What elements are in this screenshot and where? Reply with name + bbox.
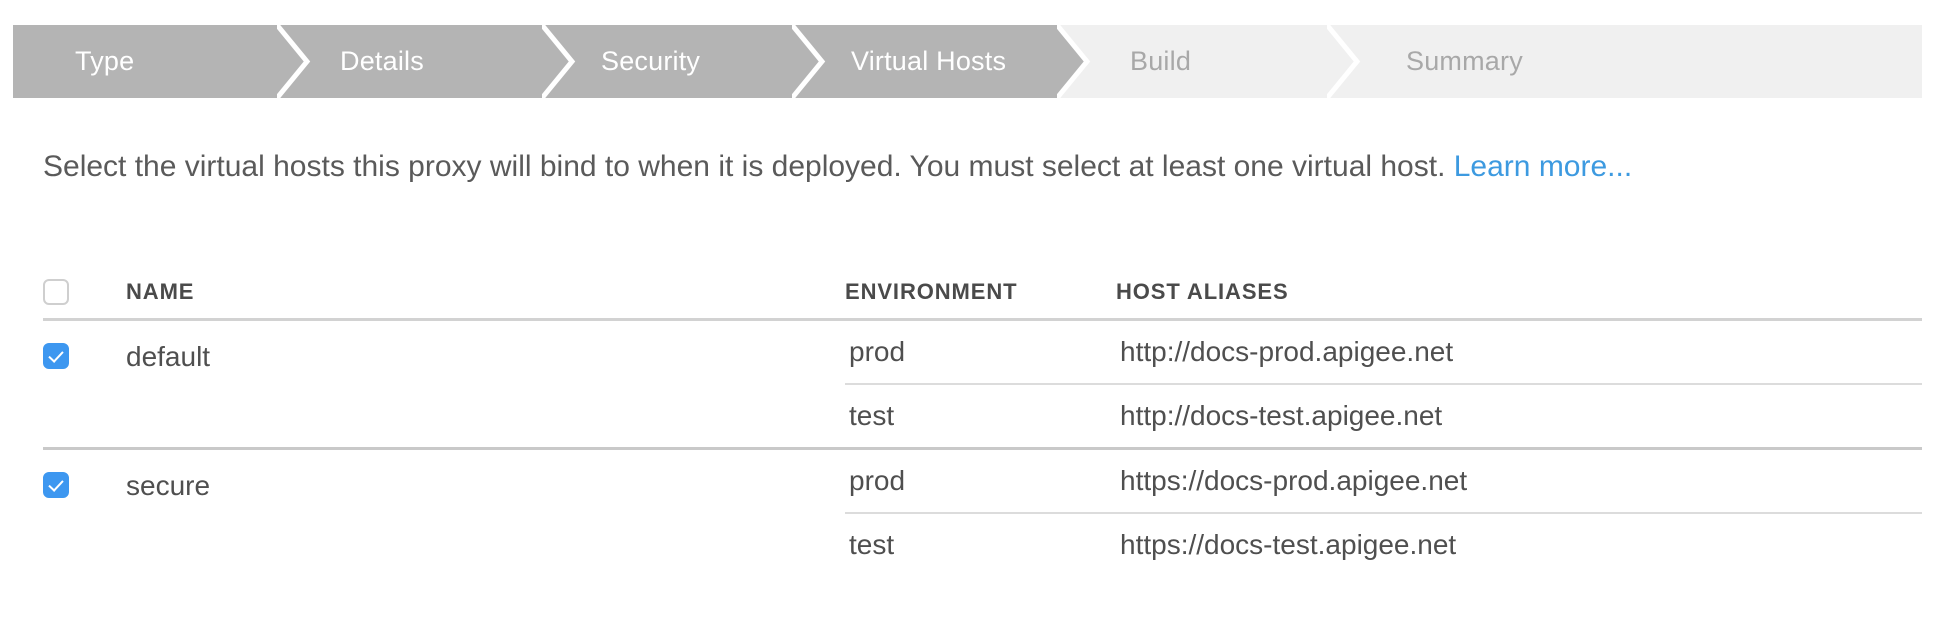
- row-checkbox[interactable]: [43, 343, 69, 369]
- virtual-host-cell: default: [43, 321, 845, 373]
- table-row: default prod http://docs-prod.apigee.net te…: [43, 321, 1922, 447]
- environment-row: prod http://docs-prod.apigee.net: [845, 321, 1922, 383]
- wizard-step-security[interactable]: Security: [543, 25, 826, 98]
- environment-alias-list: prod http://docs-prod.apigee.net test http:…: [845, 321, 1922, 447]
- page-description: Select the virtual hosts this proxy will…: [43, 150, 1632, 184]
- virtual-host-name: secure: [126, 470, 211, 501]
- select-all-cell: [43, 265, 126, 318]
- environment-value: test: [849, 400, 895, 431]
- select-all-checkbox[interactable]: [43, 278, 69, 305]
- host-alias-value: https://docs-test.apigee.net: [1120, 529, 1457, 560]
- row-checkbox[interactable]: [43, 472, 69, 498]
- environment-value: prod: [849, 465, 906, 496]
- table-body: default prod http://docs-prod.apigee.net te…: [43, 321, 1922, 576]
- table-header-row: NAME ENVIRONMENT HOST ALIASES: [43, 265, 1922, 321]
- wizard-step-label: Summary: [1406, 46, 1523, 76]
- environment-value: prod: [849, 336, 906, 367]
- environment-row: prod https://docs-prod.apigee.net: [845, 450, 1922, 512]
- column-header-host-aliases: HOST ALIASES: [1116, 278, 1289, 304]
- wizard-step-bar: Type Details Security Virtual Hosts Build Sum…: [13, 25, 1922, 98]
- description-text: Select the virtual hosts this proxy will…: [43, 150, 1454, 183]
- row-select-cell: [43, 339, 126, 373]
- environment-row: test http://docs-test.apigee.net: [845, 383, 1922, 447]
- wizard-step-label: Build: [1130, 46, 1192, 76]
- virtual-host-cell: secure: [43, 450, 845, 502]
- row-select-cell: [43, 468, 126, 502]
- host-alias-value: http://docs-prod.apigee.net: [1120, 336, 1454, 367]
- wizard-step-details[interactable]: Details: [278, 25, 576, 98]
- virtual-hosts-table: NAME ENVIRONMENT HOST ALIASES default pro…: [43, 265, 1922, 576]
- environment-value: test: [849, 529, 895, 560]
- wizard-step-label: Type: [75, 46, 135, 76]
- environment-alias-list: prod https://docs-prod.apigee.net test http…: [845, 450, 1922, 576]
- host-alias-value: http://docs-test.apigee.net: [1120, 400, 1443, 431]
- wizard-step-build[interactable]: Build: [1058, 25, 1361, 98]
- wizard-step-virtual-hosts[interactable]: Virtual Hosts: [793, 25, 1091, 98]
- wizard-step-summary[interactable]: Summary: [1328, 25, 1622, 98]
- host-alias-value: https://docs-prod.apigee.net: [1120, 465, 1468, 496]
- wizard-step-type[interactable]: Type: [13, 25, 311, 98]
- column-header-name: NAME: [126, 278, 195, 304]
- table-row: secure prod https://docs-prod.apigee.net te…: [43, 447, 1922, 576]
- wizard-step-label: Virtual Hosts: [851, 46, 1007, 76]
- learn-more-link[interactable]: Learn more...: [1453, 150, 1633, 183]
- wizard-step-label: Security: [601, 46, 701, 76]
- virtual-host-name: default: [126, 341, 211, 372]
- column-header-environment: ENVIRONMENT: [845, 278, 1018, 304]
- wizard-step-label: Details: [340, 46, 424, 76]
- environment-row: test https://docs-test.apigee.net: [845, 512, 1922, 576]
